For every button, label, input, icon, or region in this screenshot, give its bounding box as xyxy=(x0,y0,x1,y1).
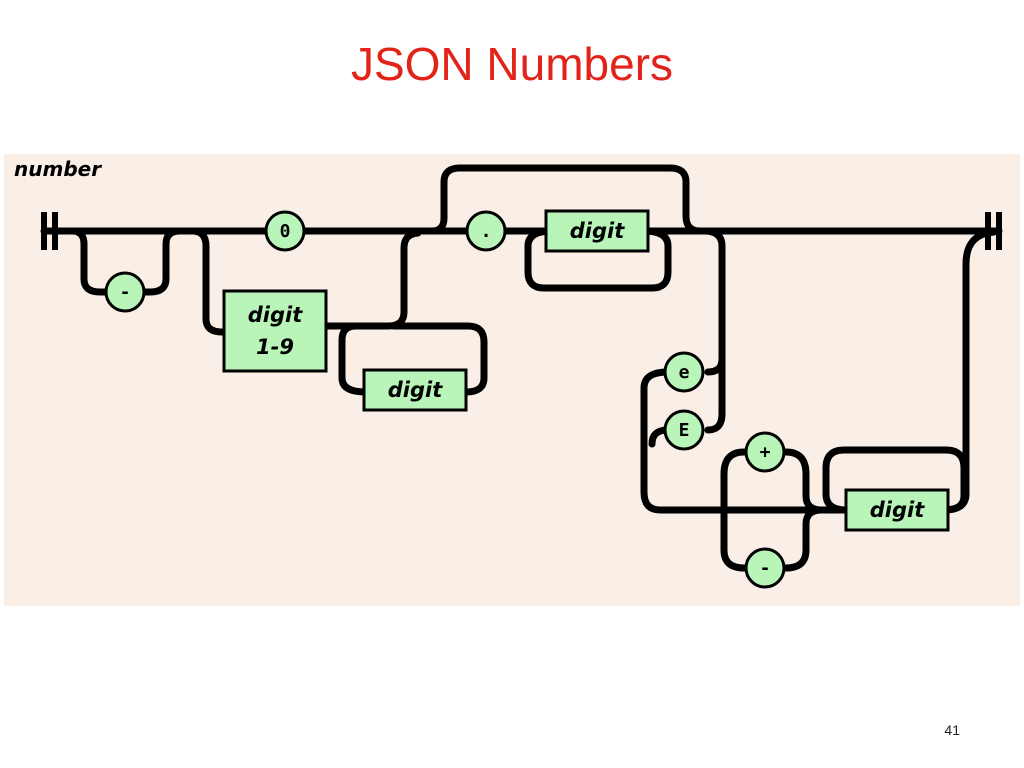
digit-1-9-line2: 1-9 xyxy=(256,335,294,359)
fraction-bypass-track xyxy=(428,164,704,235)
minus-sign-text: - xyxy=(120,282,131,303)
slide-title: JSON Numbers xyxy=(350,38,674,90)
plus-sign-text: + xyxy=(760,442,771,463)
exp-lower-terminal: e xyxy=(663,351,705,393)
rule-name-label: number xyxy=(14,157,102,181)
exp-minus-sign-text: - xyxy=(760,558,771,579)
exp-digit-nonterminal: digit xyxy=(844,488,950,532)
exp-lower-text: e xyxy=(679,362,690,383)
int-digit-text: digit xyxy=(388,378,443,402)
zero-text: 0 xyxy=(280,221,291,242)
page-number: 41 xyxy=(944,722,960,738)
digit-1-9-line1: digit xyxy=(248,303,303,327)
digit-1-9-nonterminal: digit 1-9 xyxy=(222,289,328,373)
frac-digit-nonterminal: digit xyxy=(544,209,650,253)
frac-digit-loop-track xyxy=(524,227,672,292)
exp-upper-text: E xyxy=(679,420,690,441)
exp-minus-sign-terminal: - xyxy=(744,547,786,589)
int-digit-loop-track xyxy=(338,322,488,396)
exp-digit-text: digit xyxy=(870,498,925,522)
diagram-background xyxy=(4,154,1020,606)
exponent-e-feed-track xyxy=(640,368,850,514)
exponent-branch-track xyxy=(700,227,726,434)
frac-digit-text: digit xyxy=(570,219,625,243)
railroad-diagram-svg: number - 0 . e xyxy=(4,154,1020,606)
decimal-point-terminal: . xyxy=(465,210,507,252)
exponent-exit-track xyxy=(940,228,998,514)
minus-sign-terminal: - xyxy=(104,271,146,313)
decimal-point-text: . xyxy=(481,221,492,242)
exp-upper-terminal: E xyxy=(663,409,705,451)
railroad-diagram: number - 0 . e xyxy=(4,154,1020,606)
plus-sign-terminal: + xyxy=(744,431,786,473)
zero-terminal: 0 xyxy=(264,210,306,252)
exp-sign-minus-track xyxy=(720,506,826,572)
digit19-branch-track xyxy=(188,227,234,336)
int-digit-nonterminal: digit xyxy=(362,368,468,412)
